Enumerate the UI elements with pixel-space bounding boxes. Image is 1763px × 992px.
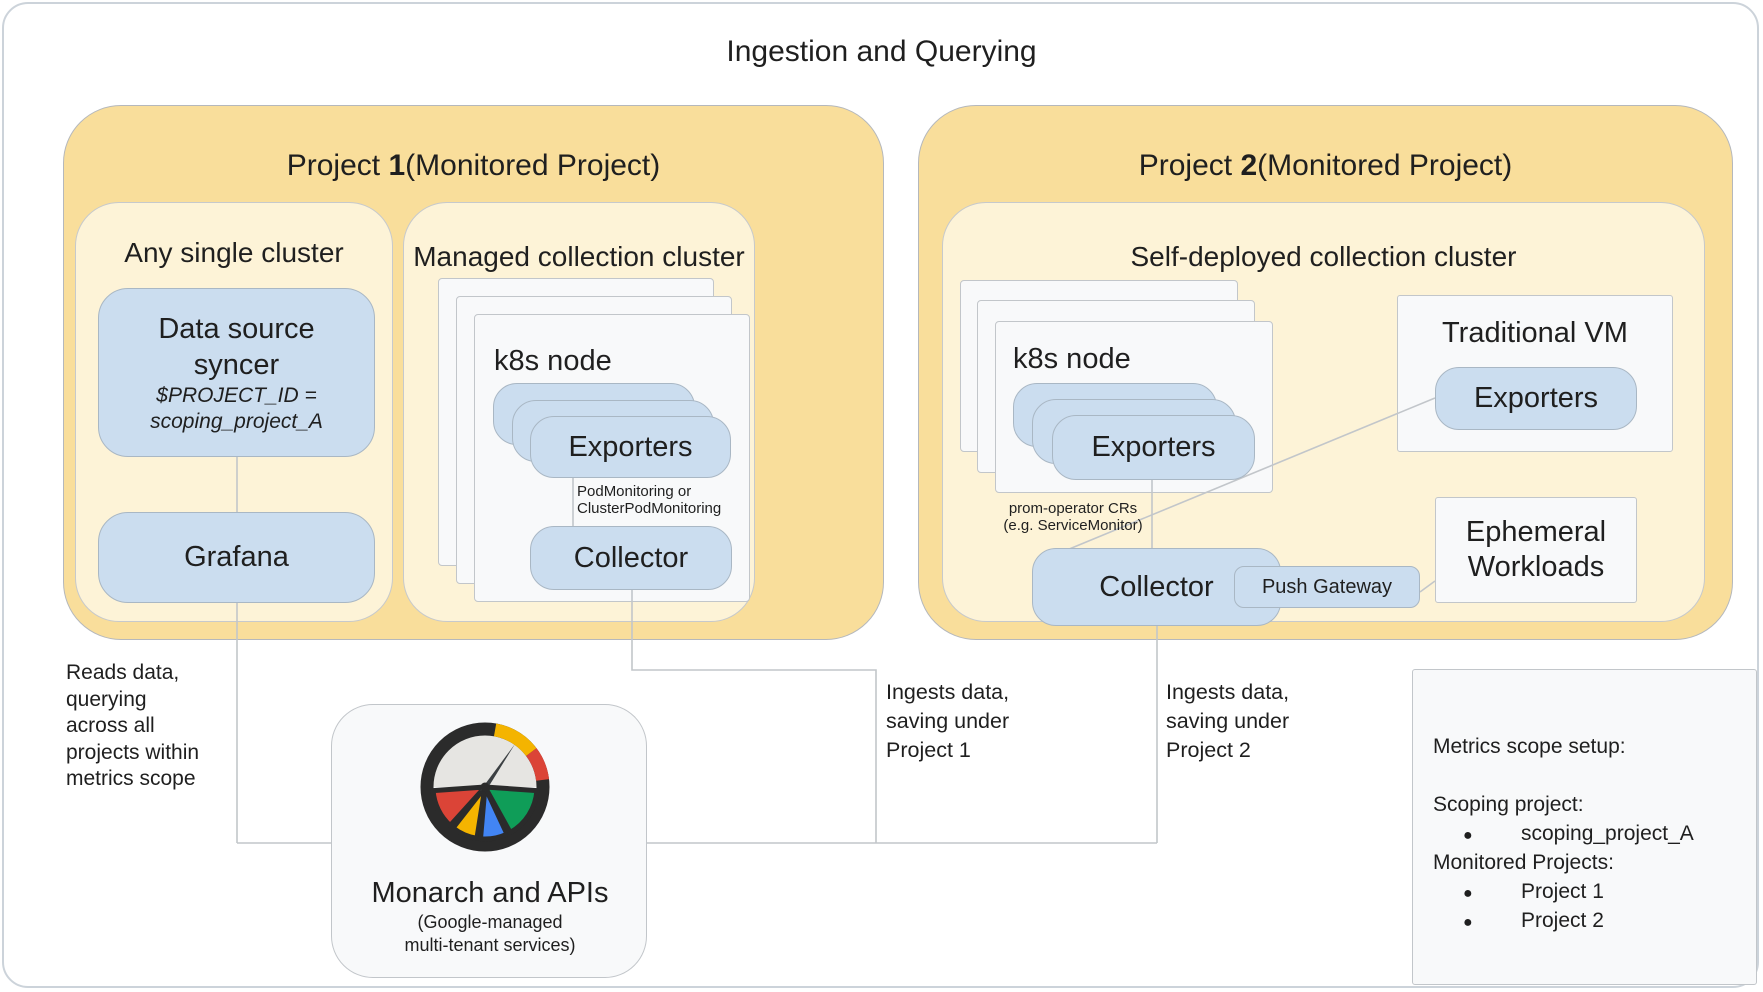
p2-prom-operator-note-line2: (e.g. ServiceMonitor)	[1003, 517, 1143, 534]
p1-exporters-front: Exporters	[530, 416, 731, 478]
project2-label: Project 2 (Monitored Project)	[918, 146, 1733, 186]
ingest1-line3: Project 1	[886, 738, 971, 762]
metrics-scope-title: Metrics scope setup:	[1433, 735, 1626, 758]
monarch-box: Monarch and APIs (Google-managed multi-t…	[331, 704, 647, 978]
traditional-vm-title: Traditional VM	[1442, 316, 1628, 349]
grafana-box: Grafana	[98, 512, 375, 603]
p1-monitoring-note: PodMonitoring or ClusterPodMonitoring	[577, 483, 752, 519]
connector-vm-exporters-collector	[1061, 397, 1436, 553]
reads-note-line5: metrics scope	[66, 767, 196, 791]
data-source-syncer-line1: Data source	[158, 312, 315, 345]
p2-prom-operator-note: prom-operator CRs (e.g. ServiceMonitor)	[983, 500, 1163, 536]
project1-label-number: 1	[388, 149, 406, 182]
p2-exporters-front: Exporters	[1052, 415, 1255, 480]
scoping-project-item: ● scoping_project_A	[1433, 819, 1756, 848]
ephemeral-line1: Ephemeral	[1465, 516, 1607, 548]
data-source-syncer-line4: scoping_project_A	[150, 409, 323, 433]
p1-k8s-node-label: k8s node	[494, 344, 612, 377]
push-gateway-box: Push Gateway	[1234, 566, 1420, 608]
ingest-project2-note: Ingests data, saving under Project 2	[1166, 678, 1356, 765]
gauge-icon	[420, 722, 550, 852]
page-title: Ingestion and Querying	[726, 35, 1037, 68]
monarch-subtitle-line1: (Google-managed	[417, 912, 563, 932]
data-source-syncer-line2: syncer	[193, 348, 280, 381]
ingest2-line3: Project 2	[1166, 738, 1251, 762]
ephemeral-line2: Workloads	[1467, 551, 1605, 583]
project2-label-prefix: Project	[1138, 149, 1233, 182]
p1-monitoring-note-line1: PodMonitoring or	[577, 483, 692, 500]
scoping-project-label: Scoping project:	[1433, 793, 1584, 816]
monitored-project-item-2: ● Project 2	[1433, 906, 1756, 935]
ephemeral-workloads-label: Ephemeral Workloads	[1435, 497, 1637, 603]
project2-label-number: 2	[1240, 149, 1258, 182]
reads-data-note: Reads data, querying across all projects…	[66, 660, 236, 793]
metrics-scope-box: Metrics scope setup: Scoping project: ● s…	[1412, 669, 1757, 985]
data-source-syncer-box: Data source syncer $PROJECT_ID = scoping…	[98, 288, 375, 457]
project1-label: Project 1 (Monitored Project)	[63, 146, 884, 186]
ingest1-line2: saving under	[886, 709, 1010, 733]
p1-monitoring-note-line2: ClusterPodMonitoring	[577, 500, 722, 517]
ingest2-line2: saving under	[1166, 709, 1290, 733]
ingest-project1-note: Ingests data, saving under Project 1	[886, 678, 1076, 765]
ephemeral-workloads-box	[1435, 497, 1637, 603]
reads-note-line3: across all	[66, 714, 155, 738]
scoping-project-value: scoping_project_A	[1521, 822, 1694, 845]
any-single-cluster-title: Any single cluster	[124, 237, 344, 268]
connector-pushgateway-ephemeral	[1419, 580, 1436, 593]
reads-note-line2: querying	[66, 687, 147, 711]
bullet-icon: ●	[1463, 827, 1473, 844]
self-deployed-cluster-title: Self-deployed collection cluster	[1130, 241, 1517, 272]
monitored-project-value-2: Project 2	[1521, 909, 1604, 932]
bullet-icon: ●	[1463, 885, 1473, 902]
bullet-icon: ●	[1463, 914, 1473, 931]
data-source-syncer-line3: $PROJECT_ID =	[156, 383, 317, 407]
project1-label-prefix: Project	[286, 149, 381, 182]
monarch-subtitle-line2: multi-tenant services)	[404, 935, 576, 955]
connector-p1-collector-down	[631, 590, 877, 843]
reads-note-line1: Reads data,	[66, 661, 180, 684]
traditional-vm-exporters: Exporters	[1435, 367, 1637, 430]
ingest1-line1: Ingests data,	[886, 680, 1010, 704]
p2-k8s-node-label: k8s node	[1013, 342, 1131, 375]
managed-cluster-title: Managed collection cluster	[413, 241, 745, 272]
ingest2-line1: Ingests data,	[1166, 680, 1290, 704]
metrics-scope-spacer	[1433, 761, 1756, 790]
monarch-subtitle: (Google-managed multi-tenant services)	[332, 911, 648, 957]
reads-note-line4: projects within	[66, 740, 200, 764]
monitored-projects-label: Monitored Projects:	[1433, 851, 1614, 874]
monitored-project-value-1: Project 1	[1521, 880, 1604, 903]
project1-label-suffix: (Monitored Project)	[405, 149, 661, 182]
p2-prom-operator-note-line1: prom-operator CRs	[1008, 500, 1138, 517]
p1-collector-box: Collector	[530, 526, 732, 590]
project2-label-suffix: (Monitored Project)	[1257, 149, 1513, 182]
monarch-title: Monarch and APIs	[371, 876, 609, 909]
monitored-project-item-1: ● Project 1	[1433, 877, 1756, 906]
